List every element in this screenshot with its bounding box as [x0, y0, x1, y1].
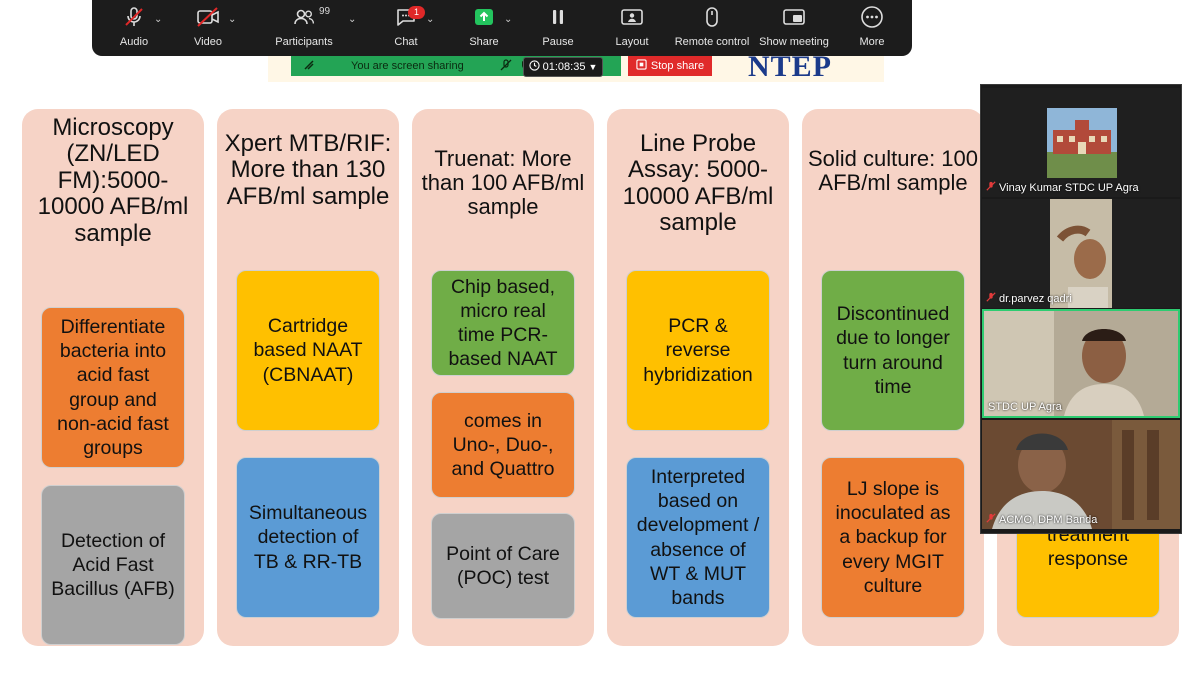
info-box: Simultaneous detection of TB & RR-TB	[236, 457, 380, 618]
participant-name: Vinay Kumar STDC UP Agra	[986, 181, 1139, 194]
pause-icon	[546, 0, 570, 34]
video-tile[interactable]: dr.parvez qadri	[982, 199, 1180, 308]
show-meeting-icon	[781, 0, 807, 34]
stop-share-label: Stop share	[650, 60, 705, 72]
participant-video-feed	[982, 420, 1180, 529]
column-title: Truenat: More than 100 AFB/ml sample	[421, 146, 585, 220]
info-box: Interpreted based on development / absen…	[626, 457, 770, 618]
participants-button[interactable]: Participants	[272, 0, 336, 56]
participant-video-feed	[984, 311, 1178, 416]
pause-share-button[interactable]: Pause	[538, 0, 578, 56]
info-box: PCR & reverse hybridization	[626, 270, 770, 431]
mouse-icon	[700, 0, 724, 34]
info-box: Differentiate bacteria into acid fast gr…	[41, 307, 185, 468]
column-title: Microscopy (ZN/LED FM):5000-10000 AFB/ml…	[37, 114, 189, 247]
info-box: Cartridge based NAAT (CBNAAT)	[236, 270, 380, 431]
video-tile-active-speaker[interactable]: STDC UP Agra	[982, 309, 1180, 418]
column-title: Line Probe Assay: 5000-10000 AFB/ml samp…	[622, 130, 774, 237]
chat-unread-badge: 1	[408, 6, 425, 19]
participant-name: STDC UP Agra	[988, 401, 1062, 413]
column-line-probe-assay: Line Probe Assay: 5000-10000 AFB/ml samp…	[607, 109, 789, 646]
video-button[interactable]: Video	[188, 0, 228, 56]
audio-options-caret[interactable]: ⌄	[154, 14, 163, 25]
clock-icon	[528, 60, 540, 74]
participant-name: ACMO, DPM Banda	[986, 513, 1097, 526]
meeting-timer[interactable]: 01:08:35 ▼	[523, 57, 603, 77]
participant-name: dr.parvez qadri	[986, 292, 1072, 305]
column-microscopy: Microscopy (ZN/LED FM):5000-10000 AFB/ml…	[22, 109, 204, 646]
chat-options-caret[interactable]: ⌄	[426, 14, 435, 25]
info-box: Chip based, micro real time PCR-based NA…	[431, 270, 575, 376]
more-button[interactable]: More	[852, 0, 892, 56]
participants-options-caret[interactable]: ⌄	[348, 14, 357, 25]
share-button[interactable]: Share	[466, 0, 502, 56]
column-title: Solid culture: 100 AFB/ml sample	[808, 146, 978, 196]
info-box: LJ slope is inoculated as a backup for e…	[821, 457, 965, 618]
timer-value: 01:08:35	[542, 61, 586, 73]
drag-handle-icon[interactable]	[303, 59, 315, 74]
column-solid-culture: Solid culture: 100 AFB/ml sample Discont…	[802, 109, 984, 646]
video-tile[interactable]: ACMO, DPM Banda	[982, 420, 1180, 529]
mic-muted-icon[interactable]	[500, 58, 512, 74]
info-box: comes in Uno-, Duo-, and Quattro	[431, 392, 575, 498]
participant-video-panel[interactable]: Vinay Kumar STDC UP Agra dr.parvez qadri…	[980, 84, 1182, 534]
column-title: Xpert MTB/RIF: More than 130 AFB/ml samp…	[224, 130, 392, 210]
layout-icon	[619, 0, 645, 34]
show-meeting-button[interactable]: Show meeting	[758, 0, 830, 56]
remote-control-button[interactable]: Remote control	[672, 0, 752, 56]
chevron-down-icon: ▼	[588, 62, 598, 72]
slide-brand-text: NTEP	[747, 50, 832, 83]
muted-mic-icon	[986, 513, 996, 526]
share-screen-icon	[472, 0, 496, 34]
layout-button[interactable]: Layout	[610, 0, 654, 56]
building-avatar-image	[1047, 108, 1117, 178]
muted-mic-icon	[986, 181, 996, 194]
video-off-icon	[195, 0, 221, 34]
info-box: Discontinued due to longer turn around t…	[821, 270, 965, 431]
participants-icon	[292, 0, 316, 34]
stop-share-button[interactable]: Stop share	[628, 56, 712, 76]
more-dots-icon	[859, 0, 885, 34]
column-xpert: Xpert MTB/RIF: More than 130 AFB/ml samp…	[217, 109, 399, 646]
video-options-caret[interactable]: ⌄	[228, 14, 237, 25]
sharing-status-text: You are screen sharing	[351, 60, 464, 72]
participants-count: 99	[319, 6, 331, 17]
stop-share-icon	[636, 59, 647, 73]
participant-video-feed	[1050, 199, 1112, 308]
muted-microphone-icon	[122, 0, 146, 34]
meeting-toolbar: Audio ⌄ Video ⌄ Participants 99 ⌄ Chat 1…	[92, 0, 912, 56]
info-box: Detection of Acid Fast Bacillus (AFB)	[41, 485, 185, 645]
info-box: Point of Care (POC) test	[431, 513, 575, 619]
muted-mic-icon	[986, 292, 996, 305]
audio-button[interactable]: Audio	[114, 0, 154, 56]
video-tile[interactable]: Vinay Kumar STDC UP Agra	[982, 88, 1180, 197]
share-options-caret[interactable]: ⌄	[504, 14, 513, 25]
column-truenat: Truenat: More than 100 AFB/ml sample Chi…	[412, 109, 594, 646]
